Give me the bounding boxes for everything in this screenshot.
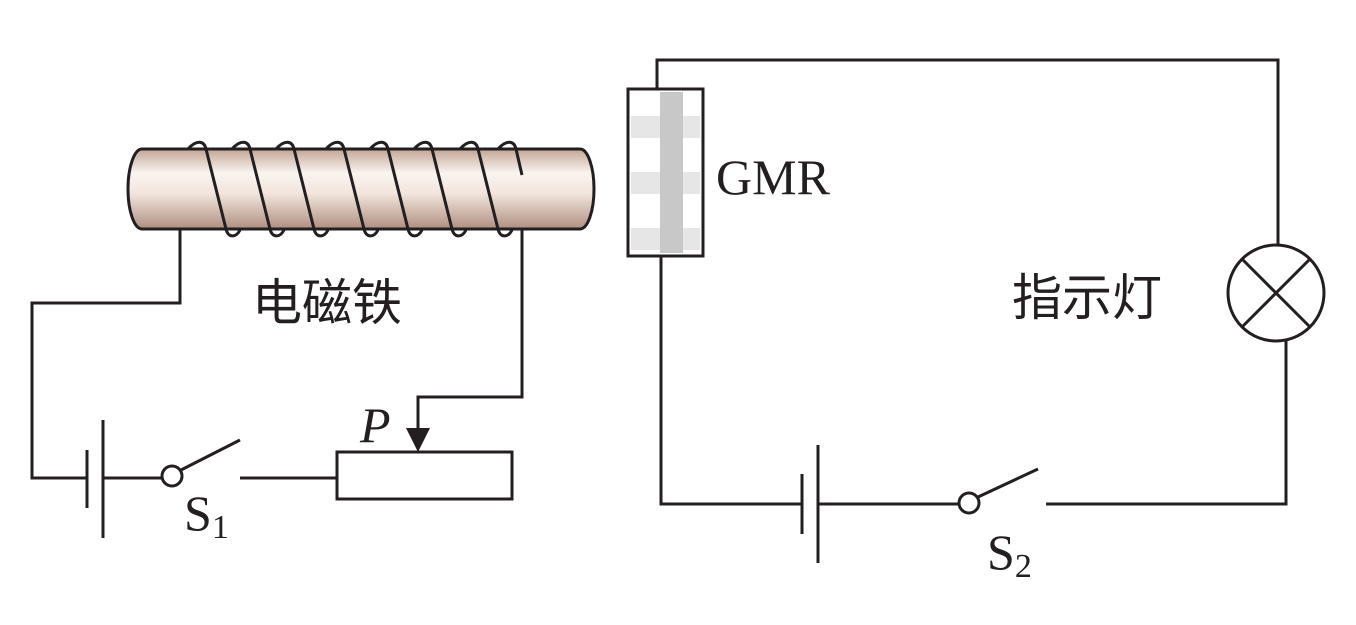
battery-icon: [85, 420, 105, 538]
switch-s2-label: S2: [987, 524, 1032, 585]
switch-s1-pivot: [160, 464, 184, 488]
coil-windings: [186, 140, 524, 238]
electromagnet-label: 电磁铁: [252, 274, 402, 332]
wire-gmr-bottom-to-battery: [659, 256, 802, 506]
gmr-label: GMR: [716, 149, 831, 205]
rheostat-body: [335, 450, 514, 501]
wire-coil-right-to-slider: [416, 229, 524, 430]
electromagnet: [126, 140, 596, 238]
wire-gmr-top-to-lamp: [655, 58, 1280, 247]
switch-s1: S1: [160, 438, 241, 546]
battery-icon: [800, 445, 820, 563]
slider-label: P: [359, 397, 391, 453]
gmr-stripe: [660, 92, 683, 253]
slider-arrow: [406, 428, 430, 452]
switch-s2-pivot: [957, 491, 981, 515]
electromagnet-core: [126, 147, 596, 231]
rheostat-icon: P: [335, 397, 514, 501]
switch-s2-blade: [977, 467, 1039, 499]
gmr-element: GMR: [626, 87, 831, 258]
gmr-outline: [626, 87, 705, 258]
left-circuit-wires: [30, 229, 524, 480]
indicator-label: 指示灯: [1012, 269, 1162, 327]
switch-s1-label: S1: [184, 485, 229, 546]
switch-s1-blade: [180, 438, 241, 472]
wire-coil-left-to-battery: [30, 229, 182, 480]
switch-s2: S2: [957, 467, 1039, 585]
right-circuit-wires: [655, 58, 1288, 506]
lamp-x-icon: [1226, 243, 1326, 343]
wire-lamp-to-switch2: [1046, 339, 1288, 506]
